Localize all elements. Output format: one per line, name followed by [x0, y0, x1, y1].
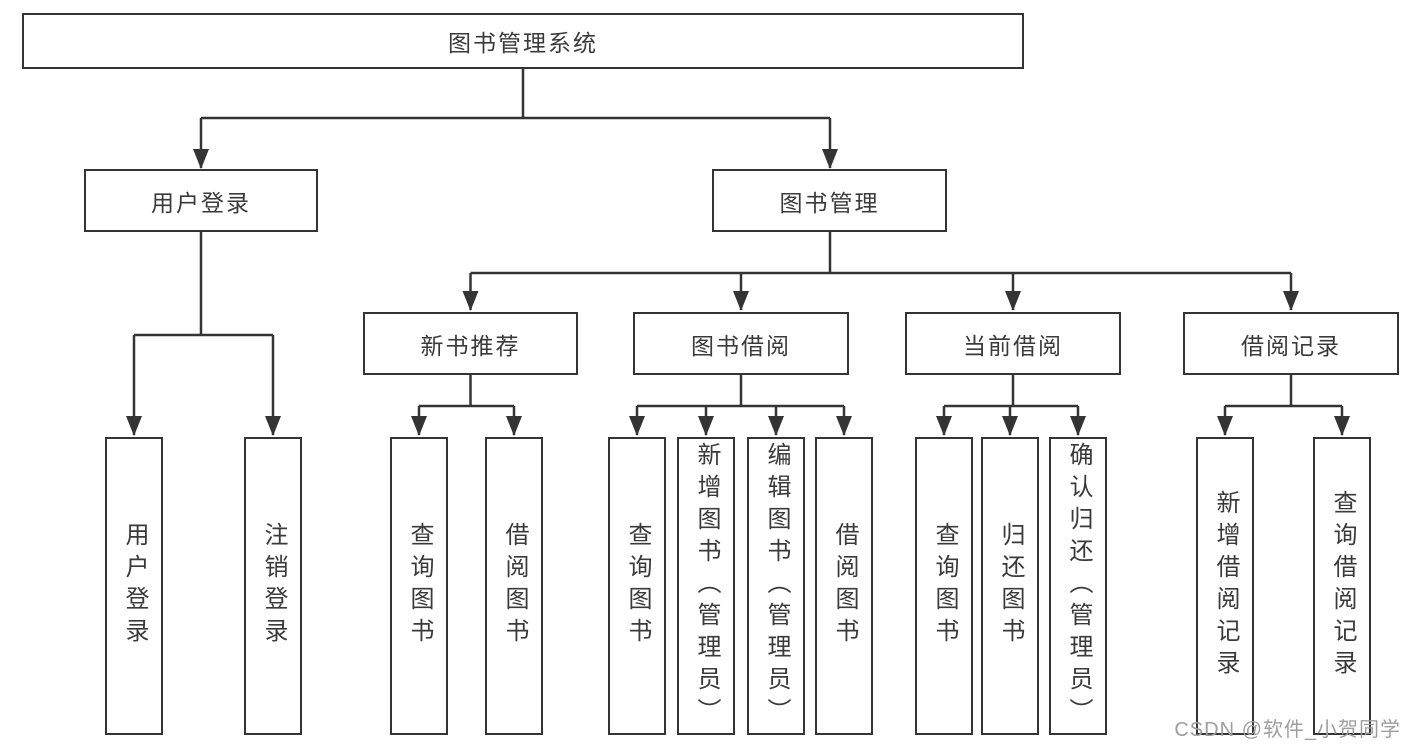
leaf-add-book-admin-label: 新增图书（管理员）	[693, 442, 720, 730]
leaf-borrow-books-recommend-label: 借阅图书	[501, 522, 528, 650]
leaf-edit-book-admin-label: 编辑图书（管理员）	[763, 442, 790, 730]
leaf-borrow-books-borrowing-label: 借阅图书	[831, 522, 858, 650]
watermark-text: CSDN @软件_小贺同学	[1174, 719, 1401, 741]
leaf-add-borrow-record: 新增借阅记录	[1196, 437, 1254, 735]
node-user-login-branch-label: 用户登录	[151, 189, 251, 216]
leaf-logout-login: 注销登录	[244, 437, 302, 735]
leaf-query-borrow-record: 查询借阅记录	[1313, 437, 1371, 735]
leaf-user-login: 用户登录	[105, 437, 163, 735]
node-library-system-label: 图书管理系统	[448, 30, 598, 56]
node-new-book-recommendation-label: 新书推荐	[420, 332, 521, 359]
node-current-borrowing: 当前借阅	[905, 312, 1121, 375]
leaf-query-borrow-record-label: 查询借阅记录	[1329, 490, 1356, 682]
connector-user-login-children	[126, 232, 281, 436]
leaf-query-books-recommend: 查询图书	[390, 437, 448, 735]
node-book-borrowing-label: 图书借阅	[691, 332, 791, 359]
connector-borrowing-records-children	[1217, 375, 1350, 436]
connector-new-book-children	[411, 375, 522, 436]
leaf-logout-login-label: 注销登录	[260, 522, 287, 650]
connector-book-management-children	[462, 232, 1299, 311]
node-user-login-branch: 用户登录	[84, 169, 318, 232]
leaf-confirm-return-admin: 确认归还（管理员）	[1049, 437, 1107, 735]
leaf-query-books-borrowing: 查询图书	[608, 437, 666, 735]
leaf-query-books-current-label: 查询图书	[931, 522, 958, 650]
leaf-borrow-books-borrowing: 借阅图书	[815, 437, 873, 735]
node-book-management-branch-label: 图书管理	[779, 189, 880, 216]
leaf-query-books-borrowing-label: 查询图书	[624, 522, 651, 650]
node-borrowing-records: 借阅记录	[1183, 312, 1399, 375]
node-library-system: 图书管理系统	[22, 13, 1024, 69]
connector-book-borrowing-children	[629, 375, 852, 436]
connector-current-borrowing-children	[936, 375, 1086, 436]
leaf-confirm-return-admin-label: 确认归还（管理员）	[1065, 442, 1092, 730]
leaf-user-login-label: 用户登录	[121, 522, 148, 650]
leaf-add-book-admin: 新增图书（管理员）	[677, 437, 735, 735]
node-book-management-branch: 图书管理	[712, 169, 947, 232]
leaf-edit-book-admin: 编辑图书（管理员）	[747, 437, 805, 735]
node-new-book-recommendation: 新书推荐	[363, 312, 578, 375]
leaf-borrow-books-recommend: 借阅图书	[485, 437, 543, 735]
leaf-return-book: 归还图书	[981, 437, 1039, 735]
leaf-query-books-recommend-label: 查询图书	[406, 522, 433, 650]
leaf-add-borrow-record-label: 新增借阅记录	[1212, 490, 1239, 682]
node-current-borrowing-label: 当前借阅	[963, 332, 1063, 359]
connector-root-to-level2	[193, 69, 838, 169]
leaf-return-book-label: 归还图书	[997, 522, 1024, 650]
node-borrowing-records-label: 借阅记录	[1241, 332, 1341, 359]
node-book-borrowing: 图书借阅	[633, 312, 849, 375]
leaf-query-books-current: 查询图书	[915, 437, 973, 735]
